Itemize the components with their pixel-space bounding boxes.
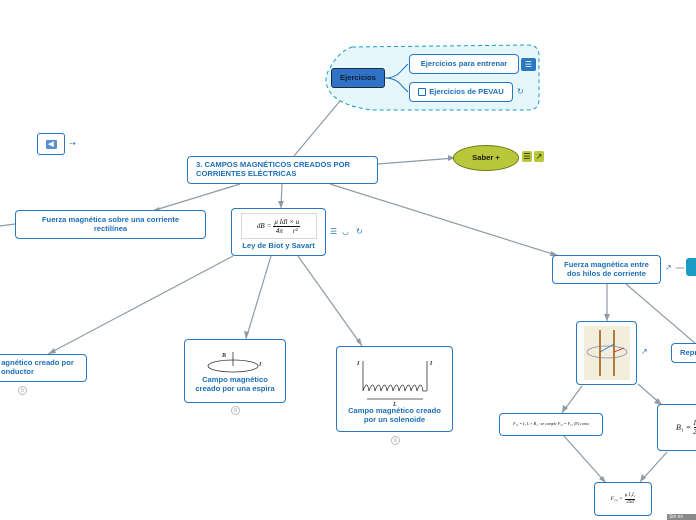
arrow-bottom-right: [640, 474, 646, 482]
link-central-saber: [377, 157, 456, 165]
arrow-saber: [448, 155, 455, 161]
solenoide-l-label: L: [392, 402, 397, 407]
link-central-hilos: [329, 183, 560, 257]
dos-hilos-diagram: [583, 326, 630, 380]
espira-count-badge: 6: [231, 406, 240, 415]
ejercicios-entrenar-label: Ejercicios para entrenar: [420, 58, 508, 68]
arrow-espira: [244, 331, 249, 339]
formula-lhs: dB: [256, 222, 265, 231]
footer-text: Sin es: [669, 514, 683, 520]
central-topic[interactable]: 3. CAMPOS MAGNÉTICOS CREADOS POR CORRIEN…: [187, 156, 378, 184]
campo-solenoide-label: Campo magnético creado por un solenoide: [348, 406, 441, 424]
formula-numerator: μ Idl × u: [273, 217, 301, 227]
external-link-icon[interactable]: ↗: [534, 151, 544, 162]
fuerza-rectilinea-node[interactable]: Fuerza magnética sobre una corriente rec…: [15, 210, 206, 239]
arrow-b1: [654, 398, 662, 405]
formula-bottom-num: μ I₁I₂: [624, 492, 636, 500]
notes-icon[interactable]: ☰: [522, 151, 532, 162]
campo-conductor-label-2: onductor: [1, 367, 34, 376]
biot-savart-node[interactable]: dB = μ Idl × u 4π r² Ley de Biot y Savar…: [231, 208, 326, 256]
notes-icon[interactable]: ☰: [330, 227, 338, 236]
ejercicios-node[interactable]: Ejercicios: [331, 68, 385, 88]
espira-i-label: I: [258, 362, 262, 368]
formula-bottom-lhs: F₁₂ =: [610, 495, 623, 502]
formula-den-right: r²: [292, 226, 298, 235]
link-icon[interactable]: ◡: [342, 227, 349, 236]
attachment-icon[interactable]: ↻: [517, 87, 524, 96]
link-biot-solenoide: [297, 255, 363, 347]
espira-diagram: B I: [207, 352, 262, 373]
espira-b-label: B: [221, 353, 226, 359]
arrow-biot: [278, 201, 284, 208]
fuerza-rectilinea-label: Fuerza magnética sobre una corriente rec…: [41, 214, 180, 233]
arrow-conductor: [48, 348, 56, 354]
saber-mas-node[interactable]: Saber +: [453, 145, 519, 171]
campo-espira-node[interactable]: B I Campo magnético creado por una espir…: [184, 339, 286, 403]
solenoide-i-left: I: [356, 361, 360, 367]
ejercicios-label: Ejercicios: [340, 72, 376, 82]
ejercicios-pevau-label: Ejercicios de PEVAU: [429, 86, 504, 96]
formula-b1-den: 2: [693, 428, 696, 436]
ejercicios-pevau-node[interactable]: Ejercicios de PEVAU: [409, 82, 513, 102]
ejercicios-entrenar-node[interactable]: Ejercicios para entrenar: [409, 54, 519, 74]
formula-bottom-node[interactable]: F₁₂ = μ I₁I₂ 2πd: [594, 482, 652, 516]
formula-b1-num: I: [693, 418, 696, 428]
arrow-solenoide: [356, 338, 362, 346]
dos-hilos-image-node[interactable]: [576, 321, 637, 385]
link-hilos-teal: [676, 267, 684, 269]
checkbox-icon[interactable]: [418, 88, 427, 96]
saber-mas-label: Saber +: [472, 152, 500, 162]
back-arrow-icon: ◀: [45, 139, 57, 149]
solenoide-i-right: I: [429, 361, 433, 367]
attachment-icon[interactable]: ↻: [356, 227, 363, 236]
campo-conductor-label-1: agnético creado por: [1, 358, 74, 368]
link-f12-bottom: [563, 435, 607, 484]
central-topic-label: 3. CAMPOS MAGNÉTICOS CREADOS POR CORRIEN…: [196, 160, 350, 178]
campo-espira-label: Campo magnético creado por una espira: [195, 375, 275, 393]
fuerza-hilos-label: Fuerza magnética entre dos hilos de corr…: [564, 259, 649, 278]
checklist-icon[interactable]: ☰: [521, 58, 536, 71]
arrow-hilos: [550, 251, 559, 256]
formula-f12-node[interactable]: F₁₂ = I₂ L × B₁ ; se cumple F₁₂ = F₂₁ (N…: [499, 413, 603, 436]
campo-conductor-node[interactable]: agnético creado por onductor: [0, 354, 87, 382]
biot-savart-label: Ley de Biot y Savart: [242, 241, 315, 251]
formula-den-left: 4π: [275, 226, 283, 235]
campo-solenoide-node[interactable]: I I L Campo magnético creado por un sole…: [336, 346, 453, 432]
arrow-image: [604, 314, 610, 321]
flow-icon[interactable]: ⇢: [69, 139, 76, 148]
link-central-fuerza: [151, 183, 241, 212]
link-biot-conductor: [47, 255, 234, 355]
solenoide-diagram: I I L: [356, 361, 433, 407]
link-hilos-repr: [625, 283, 696, 345]
external-link-icon[interactable]: ↗: [641, 347, 648, 356]
conductor-count-badge: 5: [18, 386, 27, 395]
formula-b1-lhs: B₁ =: [676, 422, 692, 432]
external-link-icon[interactable]: ↗: [665, 263, 672, 272]
link-ejercicios-pevau: [384, 77, 409, 93]
formula-b1-node[interactable]: B₁ = I 2: [657, 404, 696, 451]
footer-bar: Sin es: [667, 514, 696, 520]
link-biot-espira: [245, 255, 272, 340]
fuerza-hilos-node[interactable]: Fuerza magnética entre dos hilos de corr…: [552, 255, 661, 284]
link-fuerza-off: [0, 223, 16, 227]
solenoide-count-badge: 6: [391, 436, 400, 445]
formula-f12-text: F₁₂ = I₂ L × B₁ ; se cumple F₁₂ = F₂₁ (N…: [513, 421, 589, 427]
back-button[interactable]: ◀: [37, 133, 65, 155]
offscreen-teal-node[interactable]: [686, 258, 696, 276]
biot-savart-formula-image: dB = μ Idl × u 4π r²: [240, 213, 317, 240]
arrow-bottom-left: [599, 476, 606, 483]
repr-node[interactable]: Repr: [671, 343, 696, 363]
repr-label: Repr: [680, 347, 696, 357]
arrow-f12: [562, 405, 568, 413]
formula-bottom-den: 2πd: [626, 499, 634, 505]
